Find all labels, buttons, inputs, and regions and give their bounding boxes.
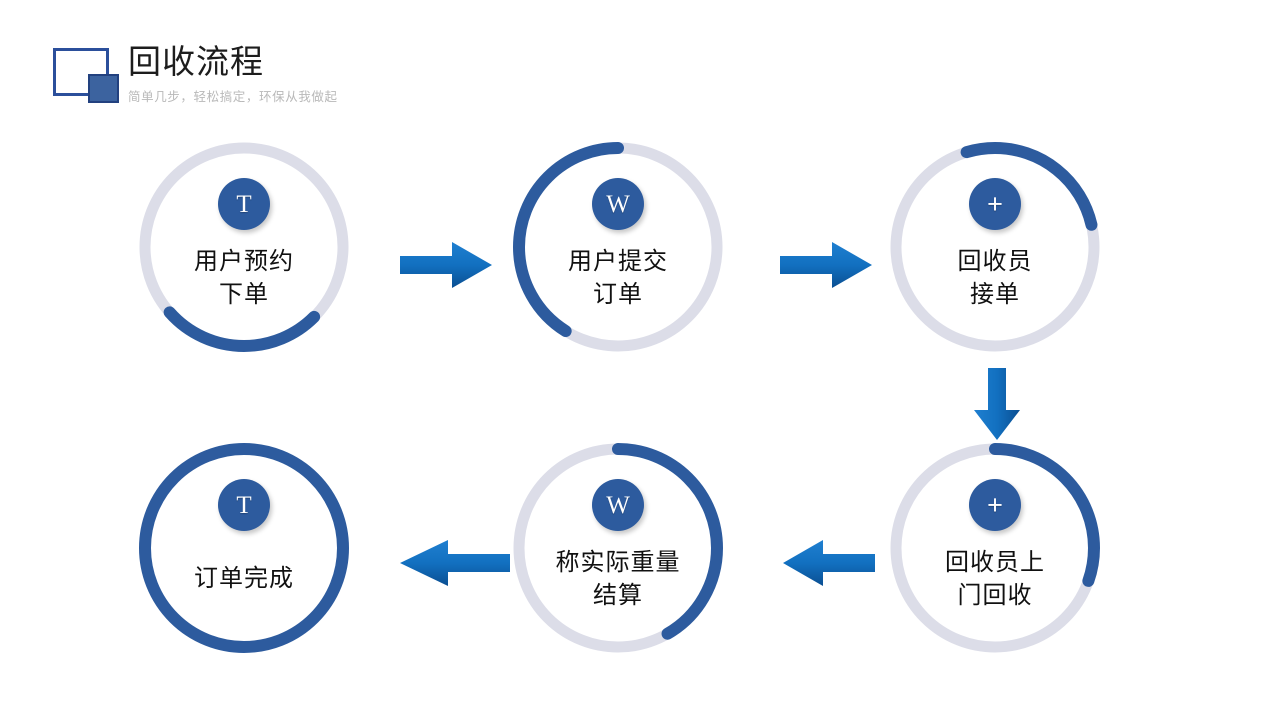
progress-ring-2 <box>513 142 723 352</box>
flow-step-1[interactable]: T 用户预约 下单 <box>139 142 349 352</box>
square-overlap-logo-icon <box>50 48 120 104</box>
flow-step-6[interactable]: T 订单完成 <box>139 443 349 653</box>
progress-ring-5 <box>513 443 723 653</box>
flow-step-2-label-line2: 订单 <box>593 282 643 308</box>
flow-step-5-label: 称实际重量 结算 <box>531 547 705 613</box>
progress-ring-3 <box>890 142 1100 352</box>
plus-badge-icon: + <box>969 479 1021 531</box>
flow-step-4-label: 回收员上 门回收 <box>908 547 1082 613</box>
progress-ring-1 <box>139 142 349 352</box>
page-title: 回收流程 <box>128 45 264 81</box>
arrow-left-icon <box>400 540 510 586</box>
progress-ring-4 <box>890 443 1100 653</box>
flow-step-6-label: 订单完成 <box>157 563 331 596</box>
arrow-left-icon <box>783 540 875 586</box>
flow-step-2-label: 用户提交 订单 <box>531 246 705 312</box>
page-header: 回收流程 简单几步，轻松搞定，环保从我做起 <box>0 0 1280 120</box>
arrow-right-icon <box>780 242 872 288</box>
letter-w-badge-icon: W <box>592 178 644 230</box>
flow-step-2[interactable]: W 用户提交 订单 <box>513 142 723 352</box>
flow-step-3-label-line2: 接单 <box>970 282 1020 308</box>
flow-step-4[interactable]: + 回收员上 门回收 <box>890 443 1100 653</box>
arrow-right-icon <box>400 242 492 288</box>
flow-step-4-label-line2: 门回收 <box>957 583 1033 609</box>
page-subtitle: 简单几步，轻松搞定，环保从我做起 <box>128 90 338 104</box>
flow-step-3-label-line1: 回收员 <box>957 249 1033 275</box>
title-block: 回收流程 简单几步，轻松搞定，环保从我做起 <box>128 44 338 105</box>
letter-t-badge-icon: T <box>218 178 270 230</box>
letter-w-badge-icon: W <box>592 479 644 531</box>
flow-step-5[interactable]: W 称实际重量 结算 <box>513 443 723 653</box>
flow-step-5-label-line2: 结算 <box>593 583 643 609</box>
flow-step-4-label-line1: 回收员上 <box>945 550 1045 576</box>
progress-ring-6 <box>139 443 349 653</box>
flow-step-5-label-line1: 称实际重量 <box>555 550 681 576</box>
flow-step-2-label-line1: 用户提交 <box>568 249 668 275</box>
flow-step-3-label: 回收员 接单 <box>908 246 1082 312</box>
logo-outline-square <box>53 48 109 96</box>
plus-badge-icon: + <box>969 178 1021 230</box>
arrow-down-icon <box>974 368 1020 440</box>
letter-t-badge-icon: T <box>218 479 270 531</box>
flow-step-1-label-line2: 下单 <box>219 282 269 308</box>
flow-step-1-label-line1: 用户预约 <box>194 249 294 275</box>
flow-step-6-label-line1: 订单完成 <box>194 566 294 592</box>
logo-filled-square <box>88 74 119 103</box>
flow-step-3[interactable]: + 回收员 接单 <box>890 142 1100 352</box>
flow-step-1-label: 用户预约 下单 <box>157 246 331 312</box>
